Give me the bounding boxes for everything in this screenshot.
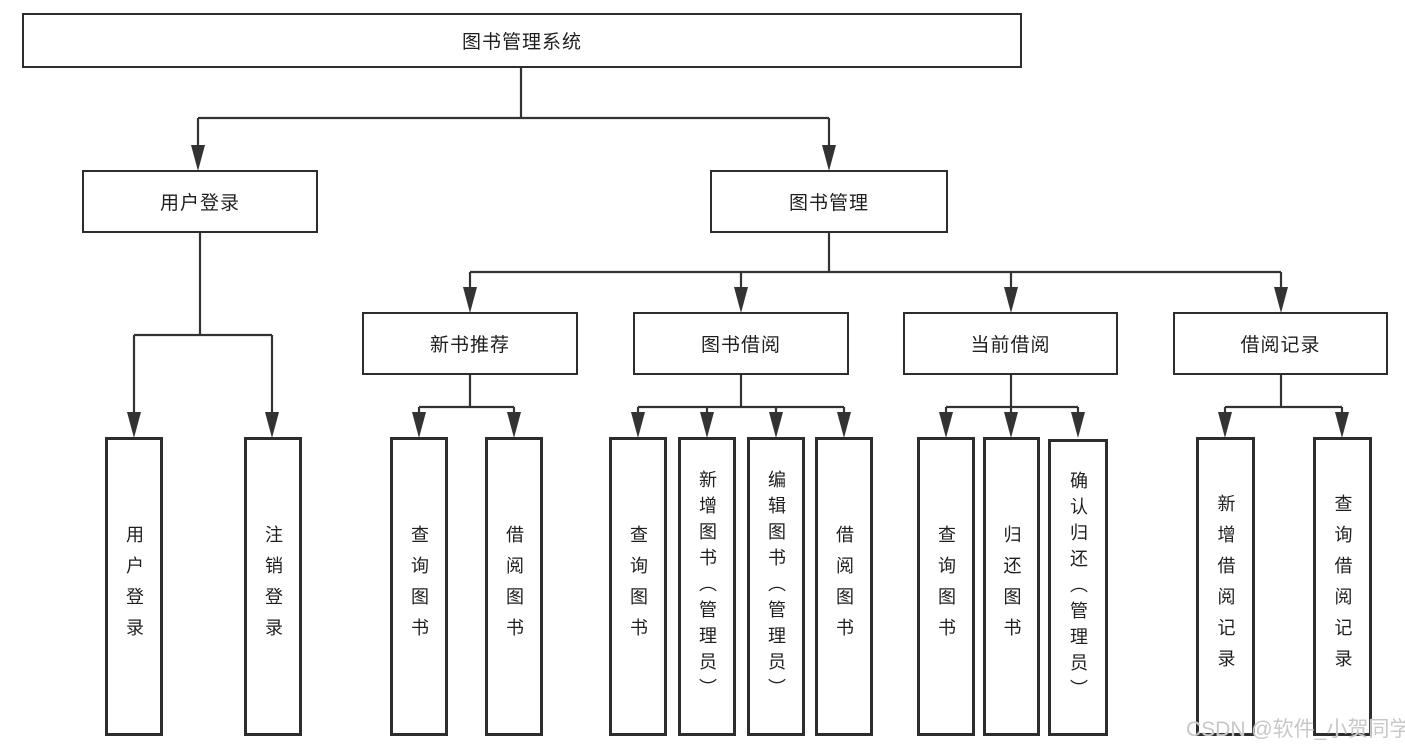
node-label: 图书管理系统 xyxy=(461,32,582,53)
arrowhead xyxy=(1004,412,1018,438)
node-label: 查询图书 xyxy=(409,524,429,649)
node-label: 注销登录 xyxy=(263,524,283,649)
arrowhead xyxy=(265,412,279,438)
node-book-borrow: 图书借阅 xyxy=(633,312,849,375)
node-label: 借阅图书 xyxy=(834,524,854,649)
arrowheads xyxy=(127,145,1349,438)
arrowhead xyxy=(191,145,205,171)
node-label: 图书管理 xyxy=(788,193,869,214)
arrowhead xyxy=(700,412,714,438)
node-label: 用户登录 xyxy=(124,524,144,649)
node-label: 新书推荐 xyxy=(429,335,510,356)
arrowhead xyxy=(837,412,851,438)
arrowhead xyxy=(463,287,477,313)
connector-bookmgmt-level3 xyxy=(468,233,1283,306)
arrowhead xyxy=(1218,412,1232,438)
connector-borrow-leaves xyxy=(636,375,846,431)
arrowhead xyxy=(631,412,645,438)
leaf-query-books-borrow: 查询图书 xyxy=(609,437,667,736)
leaf-add-books-admin: 新增图书（管理员） xyxy=(678,437,736,736)
node-label: 新增借阅记录 xyxy=(1215,493,1236,680)
arrowhead xyxy=(1071,412,1085,438)
leaf-logout: 注销登录 xyxy=(244,437,302,736)
node-new-book-recommend: 新书推荐 xyxy=(362,312,578,375)
node-label: 当前借阅 xyxy=(970,335,1051,356)
arrowhead xyxy=(412,412,426,438)
csdn-watermark: CSDN @软件_小贺同学 xyxy=(1186,718,1405,741)
node-system-root: 图书管理系统 xyxy=(22,13,1022,68)
leaf-query-books-recommend: 查询图书 xyxy=(390,437,448,736)
node-label: 确认归还（管理员） xyxy=(1068,470,1088,705)
node-label: 新增图书（管理员） xyxy=(697,469,717,704)
arrowhead xyxy=(939,412,953,438)
leaf-return-books: 归还图书 xyxy=(983,437,1040,736)
node-label: 图书借阅 xyxy=(700,335,781,356)
node-label: 借阅图书 xyxy=(504,524,524,649)
leaf-borrow-books: 借阅图书 xyxy=(815,437,873,736)
leaf-query-borrow-record: 查询借阅记录 xyxy=(1313,437,1372,736)
arrowhead xyxy=(1274,287,1288,313)
arrowhead xyxy=(127,412,141,438)
arrowhead xyxy=(822,145,836,171)
connector-login-leaves xyxy=(132,233,274,431)
leaf-user-login: 用户登录 xyxy=(105,437,163,736)
node-label: 编辑图书（管理员） xyxy=(766,469,786,704)
arrowhead xyxy=(507,412,521,438)
node-label: 归还图书 xyxy=(1001,524,1022,649)
arrowhead xyxy=(1335,412,1349,438)
node-label: 查询图书 xyxy=(936,524,956,649)
leaf-edit-books-admin: 编辑图书（管理员） xyxy=(747,437,805,736)
leaf-add-borrow-record: 新增借阅记录 xyxy=(1196,437,1255,736)
leaf-confirm-return-admin: 确认归还（管理员） xyxy=(1048,439,1108,736)
node-label: 查询图书 xyxy=(628,524,648,649)
connector-root-level2 xyxy=(196,68,831,164)
node-book-management: 图书管理 xyxy=(710,170,948,233)
node-label: 用户登录 xyxy=(159,193,240,214)
leaf-query-books-current: 查询图书 xyxy=(917,437,975,736)
arrowhead xyxy=(1004,287,1018,313)
arrowhead xyxy=(769,412,783,438)
node-label: 借阅记录 xyxy=(1240,335,1321,356)
connector-records-leaves xyxy=(1223,375,1344,431)
node-user-login: 用户登录 xyxy=(82,170,318,233)
node-label: 查询借阅记录 xyxy=(1332,493,1353,680)
node-borrow-records: 借阅记录 xyxy=(1173,312,1388,375)
arrowhead xyxy=(734,287,748,313)
node-current-borrow: 当前借阅 xyxy=(903,312,1118,375)
connector-newbook-leaves xyxy=(417,375,516,431)
leaf-borrow-books-recommend: 借阅图书 xyxy=(485,437,543,736)
